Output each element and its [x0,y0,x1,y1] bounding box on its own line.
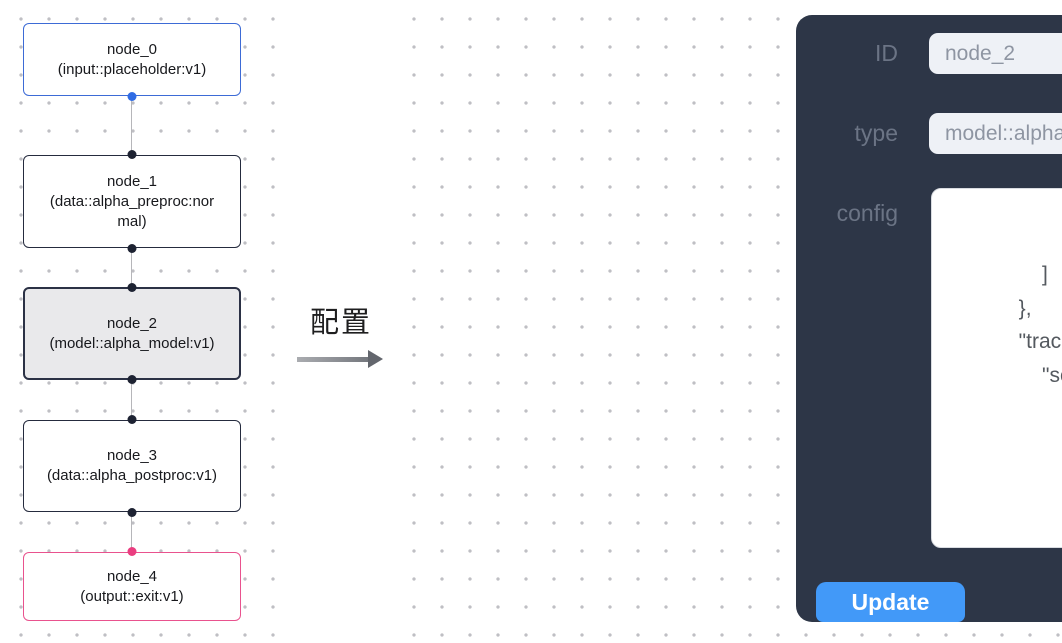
id-input[interactable] [929,33,1062,74]
panel-canvas: ID type config "raw_action", "pred" ] },… [388,0,1062,643]
transition-label: 配置 [309,307,372,339]
node_4-target-handle[interactable] [127,547,137,556]
node_2-source-handle[interactable] [127,375,137,384]
update-button[interactable]: Update [816,582,965,622]
node_3-target-handle[interactable] [127,415,137,424]
config-editor[interactable]: "raw_action", "pred" ] }, "trace": { "sc… [931,188,1062,548]
config-field-label: config [836,200,898,226]
node-config-panel: ID type config "raw_action", "pred" ] },… [796,15,1062,622]
id-field-label: ID [875,40,898,66]
node_3-source-handle[interactable] [127,508,137,517]
node-name: node_4 [106,567,158,585]
node-type-label: (input::placeholder:v1) [57,60,207,78]
node-type-label: (data::alpha_preproc:normal) [49,192,215,230]
type-field-label: type [854,120,898,146]
edge-node1-node2 [130,247,132,287]
node_0-source-handle[interactable] [127,92,137,101]
node-name: node_0 [106,40,158,58]
node_2-target-handle[interactable] [127,283,137,292]
edge-node0-node1 [130,95,132,155]
node-type-label: (data::alpha_postproc:v1) [46,467,218,484]
node-name: node_2 [106,314,158,332]
flow-node-node_1[interactable]: node_1(data::alpha_preproc:normal) [23,150,241,253]
flow-node-node_0[interactable]: node_0(input::placeholder:v1) [23,23,241,101]
node-type-label: (model::alpha_model:v1) [49,334,215,352]
edge-node3-node4 [130,511,132,552]
node-type-label: (output::exit:v1) [80,587,184,605]
flow-node-node_2-selected[interactable]: node_2(model::alpha_model:v1) [23,283,241,384]
config-json-text[interactable]: "raw_action", "pred" ] }, "trace": { "sc… [1018,263,1062,387]
flow-node-node_4[interactable]: node_4(output::exit:v1) [23,547,241,621]
node-name: node_3 [106,447,158,464]
transition-annotation: 配置 [292,299,390,369]
flow-canvas[interactable]: node_0(input::placeholder:v1) node_1(dat… [0,0,276,643]
type-input[interactable] [929,113,1062,154]
node-name: node_1 [106,172,158,190]
flow-node-node_3[interactable]: node_3(data::alpha_postproc:v1) [23,415,241,517]
right-arrow-icon [292,350,390,369]
node_1-source-handle[interactable] [127,244,137,253]
edge-node2-node3 [130,379,132,420]
node_1-target-handle[interactable] [127,150,137,159]
